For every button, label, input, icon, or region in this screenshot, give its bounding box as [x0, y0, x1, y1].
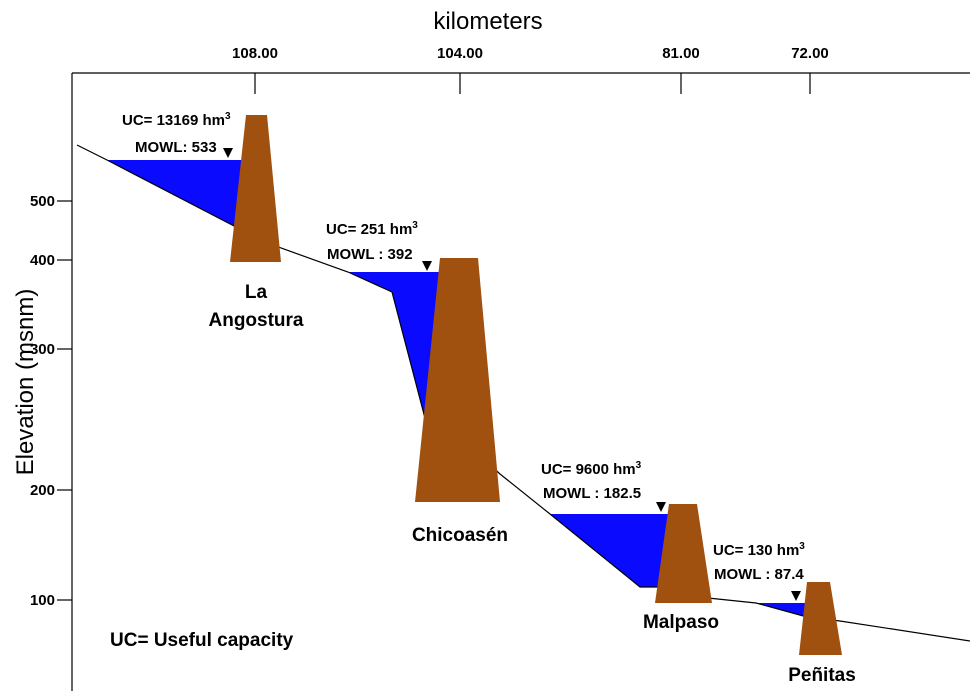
river-profile-line — [76, 144, 970, 642]
mowl-label-chicoasen: MOWL : 392 — [327, 246, 413, 263]
reservoir-malpaso — [550, 514, 668, 587]
uc-label-malpaso: UC= 9600 hm3 — [541, 460, 642, 478]
mowl-label-malpaso: MOWL : 182.5 — [543, 485, 641, 502]
y-tick-label-500: 500 — [30, 193, 55, 210]
dam-name-la-angostura-line1: La — [245, 282, 268, 303]
uc-label-la-angostura: UC= 13169 hm3 — [122, 111, 231, 129]
x-axis-title: kilometers — [433, 8, 542, 35]
y-tick-label-200: 200 — [30, 482, 55, 499]
x-tick-label-2: 104.00 — [437, 45, 483, 62]
y-tick-label-300: 300 — [30, 341, 55, 358]
dam-chicoasen — [415, 258, 500, 502]
legend-note: UC= Useful capacity — [110, 630, 294, 651]
x-tick-label-4: 72.00 — [791, 45, 829, 62]
dam-name-malpaso: Malpaso — [643, 612, 719, 633]
mowl-marker-la-angostura — [223, 148, 233, 158]
mowl-label-penitas: MOWL : 87.4 — [714, 566, 804, 583]
y-tick-label-100: 100 — [30, 592, 55, 609]
dam-name-chicoasen: Chicoasén — [412, 525, 508, 546]
x-tick-label-3: 81.00 — [662, 45, 700, 62]
uc-label-penitas: UC= 130 hm3 — [713, 541, 805, 559]
uc-label-chicoasen: UC= 251 hm3 — [326, 220, 418, 238]
mowl-marker-penitas — [791, 591, 801, 601]
dam-name-penitas: Peñitas — [788, 665, 856, 686]
y-axis-title: Elevation (msnm) — [12, 289, 39, 476]
x-tick-label-1: 108.00 — [232, 45, 278, 62]
dam-malpaso — [655, 504, 712, 603]
mowl-marker-malpaso — [656, 502, 666, 512]
mowl-marker-chicoasen — [422, 261, 432, 271]
mowl-label-la-angostura: MOWL: 533 — [135, 139, 217, 156]
y-tick-label-400: 400 — [30, 252, 55, 269]
dam-penitas — [799, 582, 842, 655]
reservoir-chicoasen — [348, 272, 439, 422]
dam-la-angostura — [230, 115, 281, 262]
dam-name-la-angostura-line2: Angostura — [209, 310, 304, 331]
